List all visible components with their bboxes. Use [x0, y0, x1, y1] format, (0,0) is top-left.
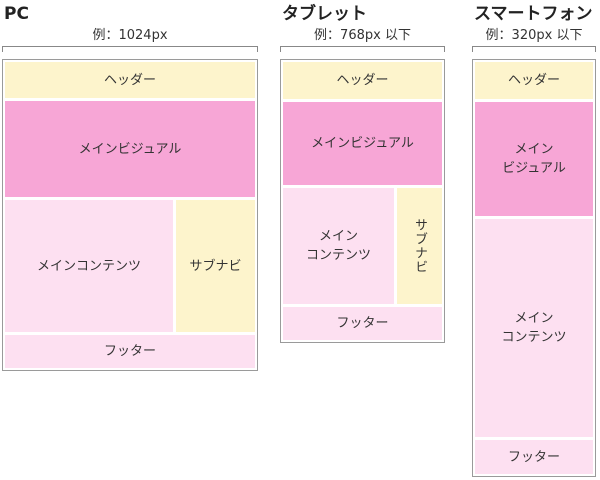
smartphone-main-visual: メイン ビジュアル — [475, 102, 593, 216]
pc-main-content: メインコンテンツ — [5, 200, 173, 332]
pc-frame: ヘッダー メインビジュアル メインコンテンツ サブナビ フッター — [2, 59, 258, 371]
pc-footer: フッター — [5, 335, 255, 368]
pc-title: PC — [4, 4, 29, 24]
tablet-footer-label: フッター — [336, 316, 389, 331]
pc-footer-label: フッター — [103, 344, 156, 359]
tablet-header-label: ヘッダー — [336, 73, 389, 88]
smartphone-header: ヘッダー — [475, 62, 593, 99]
tablet-main-visual: メインビジュアル — [283, 102, 442, 185]
tablet-subnav: サブナビ — [397, 188, 442, 304]
smartphone-main-content: メイン コンテンツ — [475, 219, 593, 437]
smartphone-header-label: ヘッダー — [507, 73, 560, 88]
smartphone-title: スマートフォン — [474, 4, 593, 24]
tablet-frame: ヘッダー メインビジュアル メイン コンテンツ サブナビ フッター — [280, 59, 445, 343]
smartphone-caption: 例：320px 以下 — [485, 28, 583, 43]
pc-header: ヘッダー — [5, 62, 255, 98]
smartphone-main-visual-label: メイン ビジュアル — [502, 142, 566, 176]
tablet-width-bracket — [280, 46, 445, 52]
pc-width-bracket — [2, 46, 258, 52]
pc-main-visual-label: メインビジュアル — [78, 141, 182, 157]
smartphone-main-content-label: メイン コンテンツ — [501, 311, 567, 345]
pc-main-visual: メインビジュアル — [5, 101, 255, 197]
pc-header-label: ヘッダー — [103, 72, 156, 88]
pc-main-content-label: メインコンテンツ — [36, 258, 141, 274]
smartphone-frame: ヘッダー メイン ビジュアル メイン コンテンツ フッター — [472, 59, 596, 477]
tablet-header: ヘッダー — [283, 62, 442, 99]
smartphone-footer: フッター — [475, 440, 593, 474]
tablet-main-content: メイン コンテンツ — [283, 188, 394, 304]
pc-subnav-label: サブナビ — [189, 258, 242, 274]
pc-subnav: サブナビ — [176, 200, 255, 332]
tablet-caption: 例：768px 以下 — [314, 28, 411, 43]
tablet-main-visual-label: メインビジュアル — [311, 136, 414, 151]
tablet-subnav-label: サブナビ — [412, 218, 427, 274]
smartphone-footer-label: フッター — [507, 449, 560, 465]
pc-caption: 例：1024px — [92, 28, 168, 43]
smartphone-width-bracket — [472, 46, 596, 52]
tablet-main-content-label: メイン コンテンツ — [305, 229, 371, 263]
tablet-footer: フッター — [283, 307, 442, 340]
tablet-title: タブレット — [282, 4, 367, 24]
